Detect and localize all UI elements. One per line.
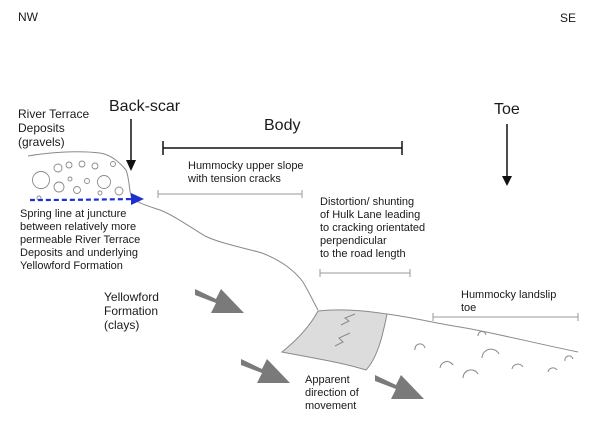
toe-arrowhead: [502, 176, 512, 186]
zone-toe-label: Toe: [494, 101, 520, 118]
hummocky-toe-label: Hummocky landslip toe: [461, 289, 557, 314]
annotation-leaders: [157, 190, 579, 321]
spring-line-label: Spring line at juncture between relative…: [20, 208, 141, 272]
hummocks: [414, 331, 574, 379]
compass-se: SE: [560, 11, 577, 25]
spring-line-arrow-shaft: [29, 197, 134, 202]
compass-nw: NW: [18, 10, 38, 24]
toe-area-outline: [386, 313, 579, 353]
river-terrace-label: River Terrace Deposits (gravels): [18, 107, 90, 150]
movement-arrow-lower-left: [241, 359, 290, 383]
body-extent-bar: [162, 141, 403, 155]
road-distortion-label: Distortion/ shunting of Hulk Lane leadin…: [320, 196, 426, 260]
spring-line-arrowhead: [131, 193, 144, 205]
hummocky-upper-slope-label: Hummocky upper slope with tension cracks: [188, 160, 304, 185]
backscar-arrowhead: [126, 160, 136, 171]
movement-arrow-upper: [195, 289, 244, 313]
movement-direction-label: Apparent direction of movement: [305, 374, 359, 412]
zone-body-label: Body: [264, 117, 301, 134]
yellowford-formation-label: Yellowford Formation (clays): [104, 290, 159, 333]
gravel-clasts: [32, 160, 124, 201]
movement-arrow-lower-right: [375, 375, 424, 399]
zone-backscar-label: Back-scar: [109, 98, 181, 115]
tension-cracks: [334, 313, 356, 347]
terrace-deposit-outline: [27, 151, 319, 311]
displaced-road-block: [280, 309, 388, 371]
